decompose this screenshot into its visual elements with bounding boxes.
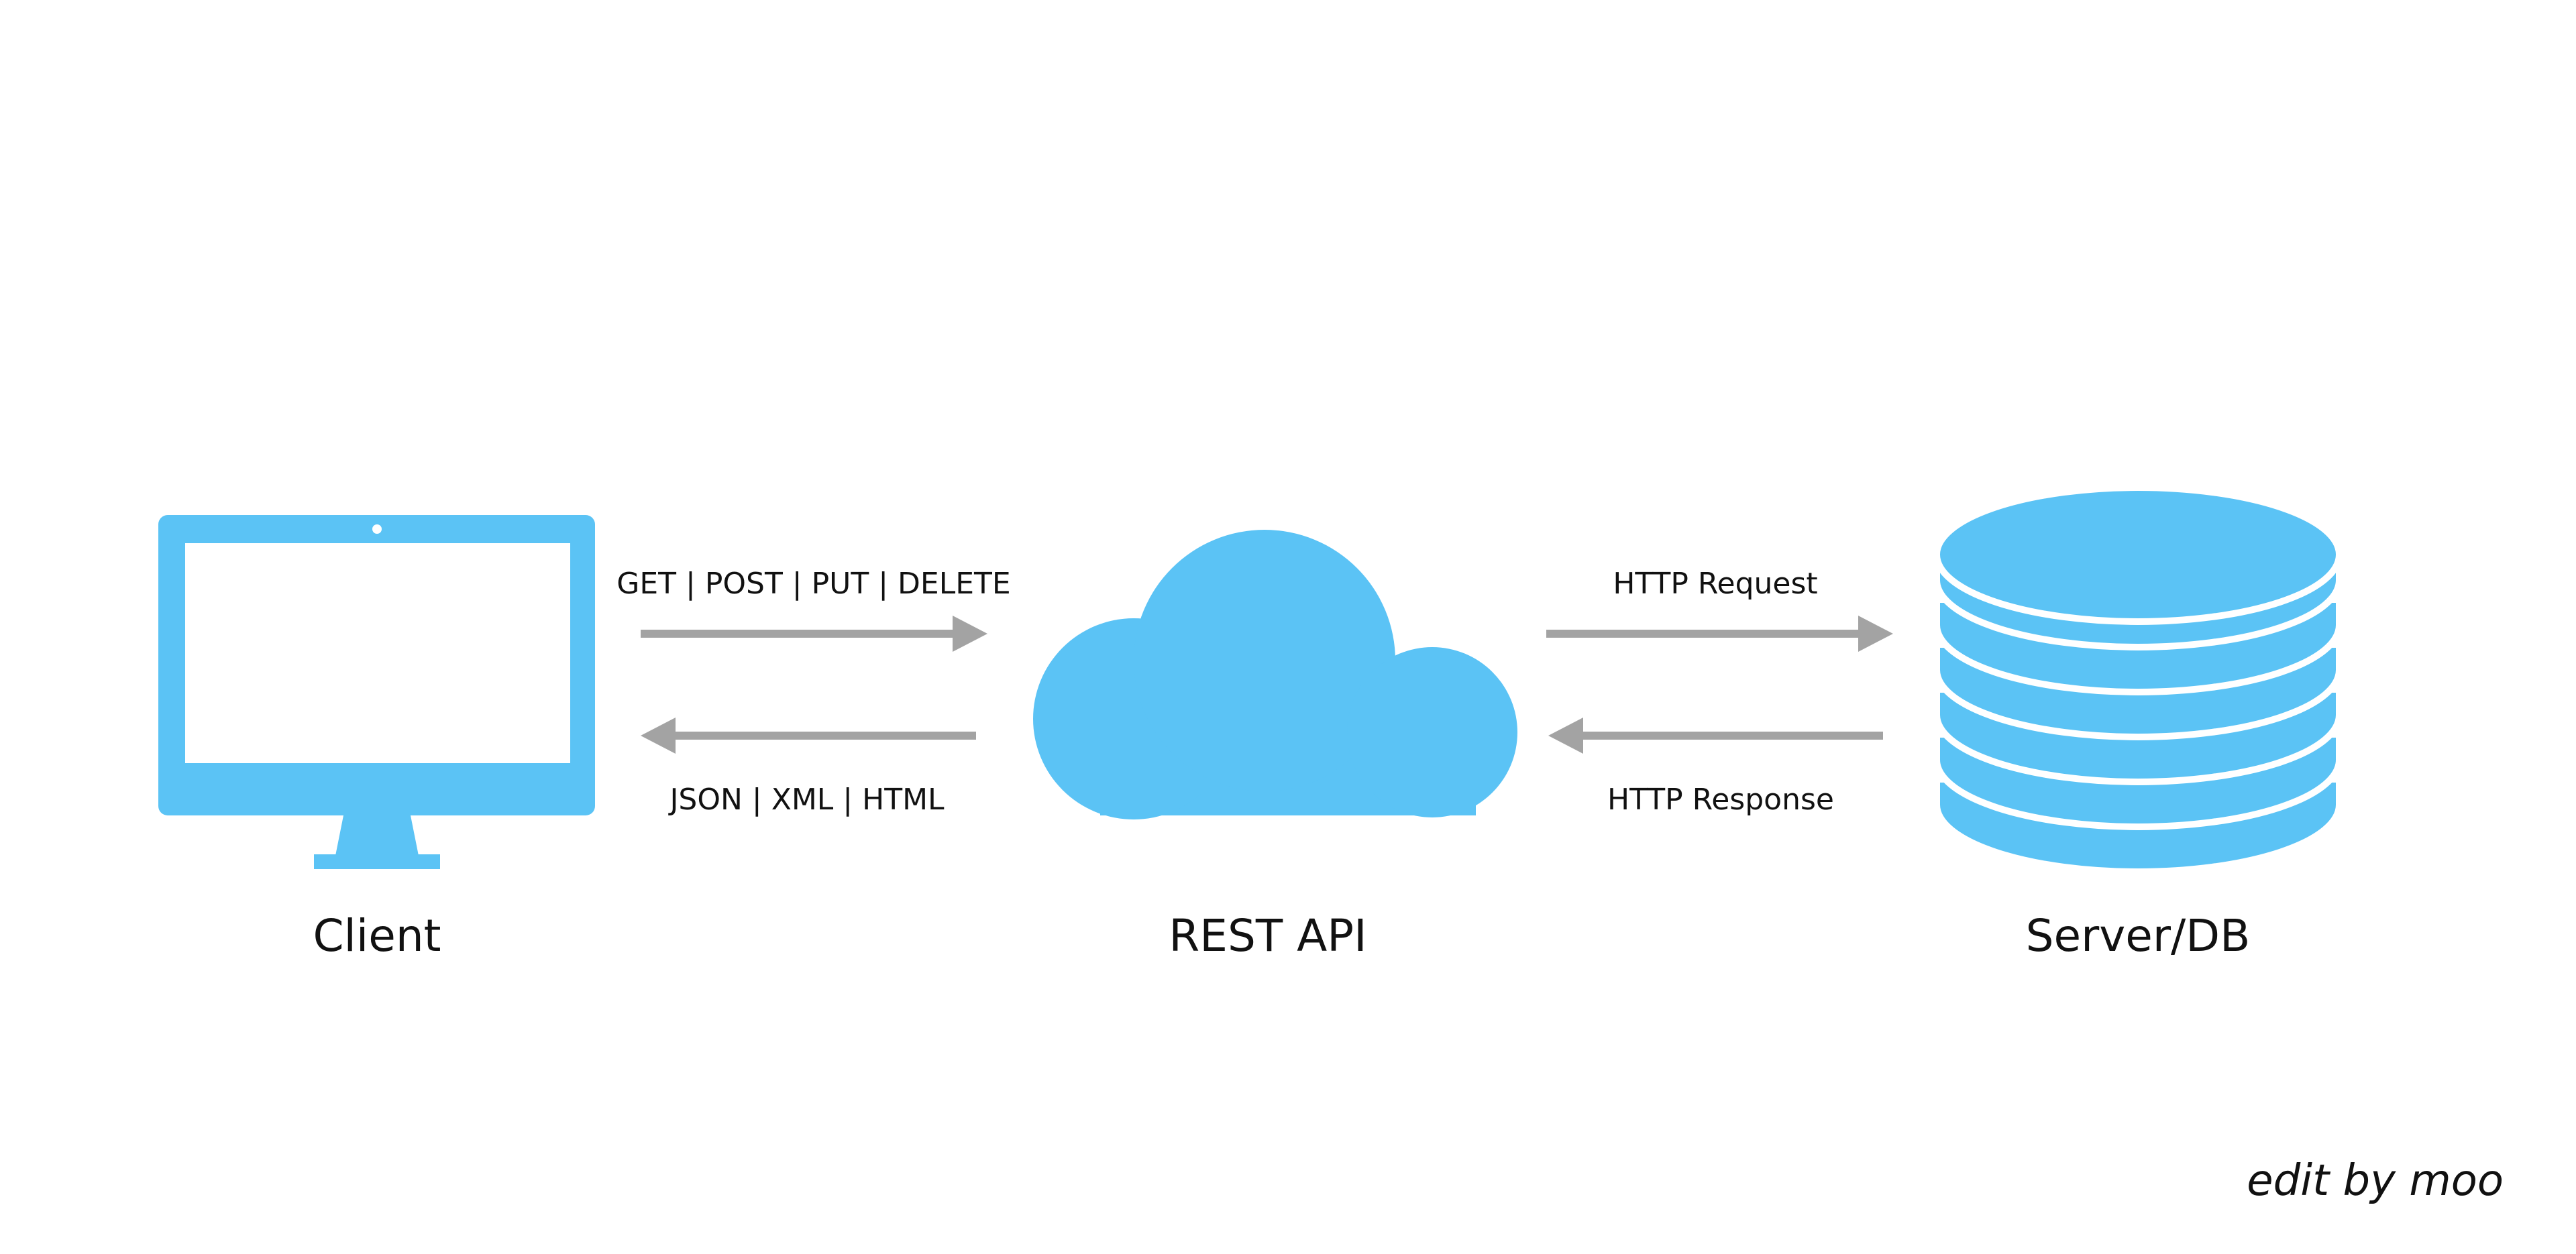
edge-label-api-to-client: JSON | XML | HTML <box>667 783 945 817</box>
cloud-right-lobe <box>1347 647 1517 817</box>
monitor-icon <box>158 515 595 869</box>
edge-label-api-to-server: HTTP Request <box>1613 567 1817 601</box>
cloud-icon <box>1033 530 1517 819</box>
node-label-client: Client <box>313 910 441 962</box>
database-icon <box>1933 484 2343 875</box>
monitor-camera <box>372 524 382 534</box>
edge-label-server-to-api: HTTP Response <box>1607 783 1834 817</box>
database-lid <box>1933 484 2343 625</box>
arrow-api-to-client <box>641 718 976 754</box>
node-label-rest-api: REST API <box>1169 910 1366 962</box>
edge-label-client-to-api: GET | POST | PUT | DELETE <box>616 567 1010 601</box>
credit-text: edit by moo <box>2247 1156 2504 1206</box>
monitor-base <box>314 854 440 869</box>
monitor-screen <box>185 543 570 763</box>
arrow-api-to-server <box>1546 616 1893 652</box>
arrow-head <box>953 616 987 652</box>
arrow-head <box>1548 718 1583 754</box>
arrow-head <box>1858 616 1893 652</box>
arrow-head <box>641 718 676 754</box>
cloud-top-lobe <box>1134 530 1395 791</box>
monitor-stand <box>335 815 419 856</box>
arrow-server-to-api <box>1548 718 1883 754</box>
node-label-server-db: Server/DB <box>2026 910 2251 962</box>
arrow-client-to-api <box>641 616 987 652</box>
